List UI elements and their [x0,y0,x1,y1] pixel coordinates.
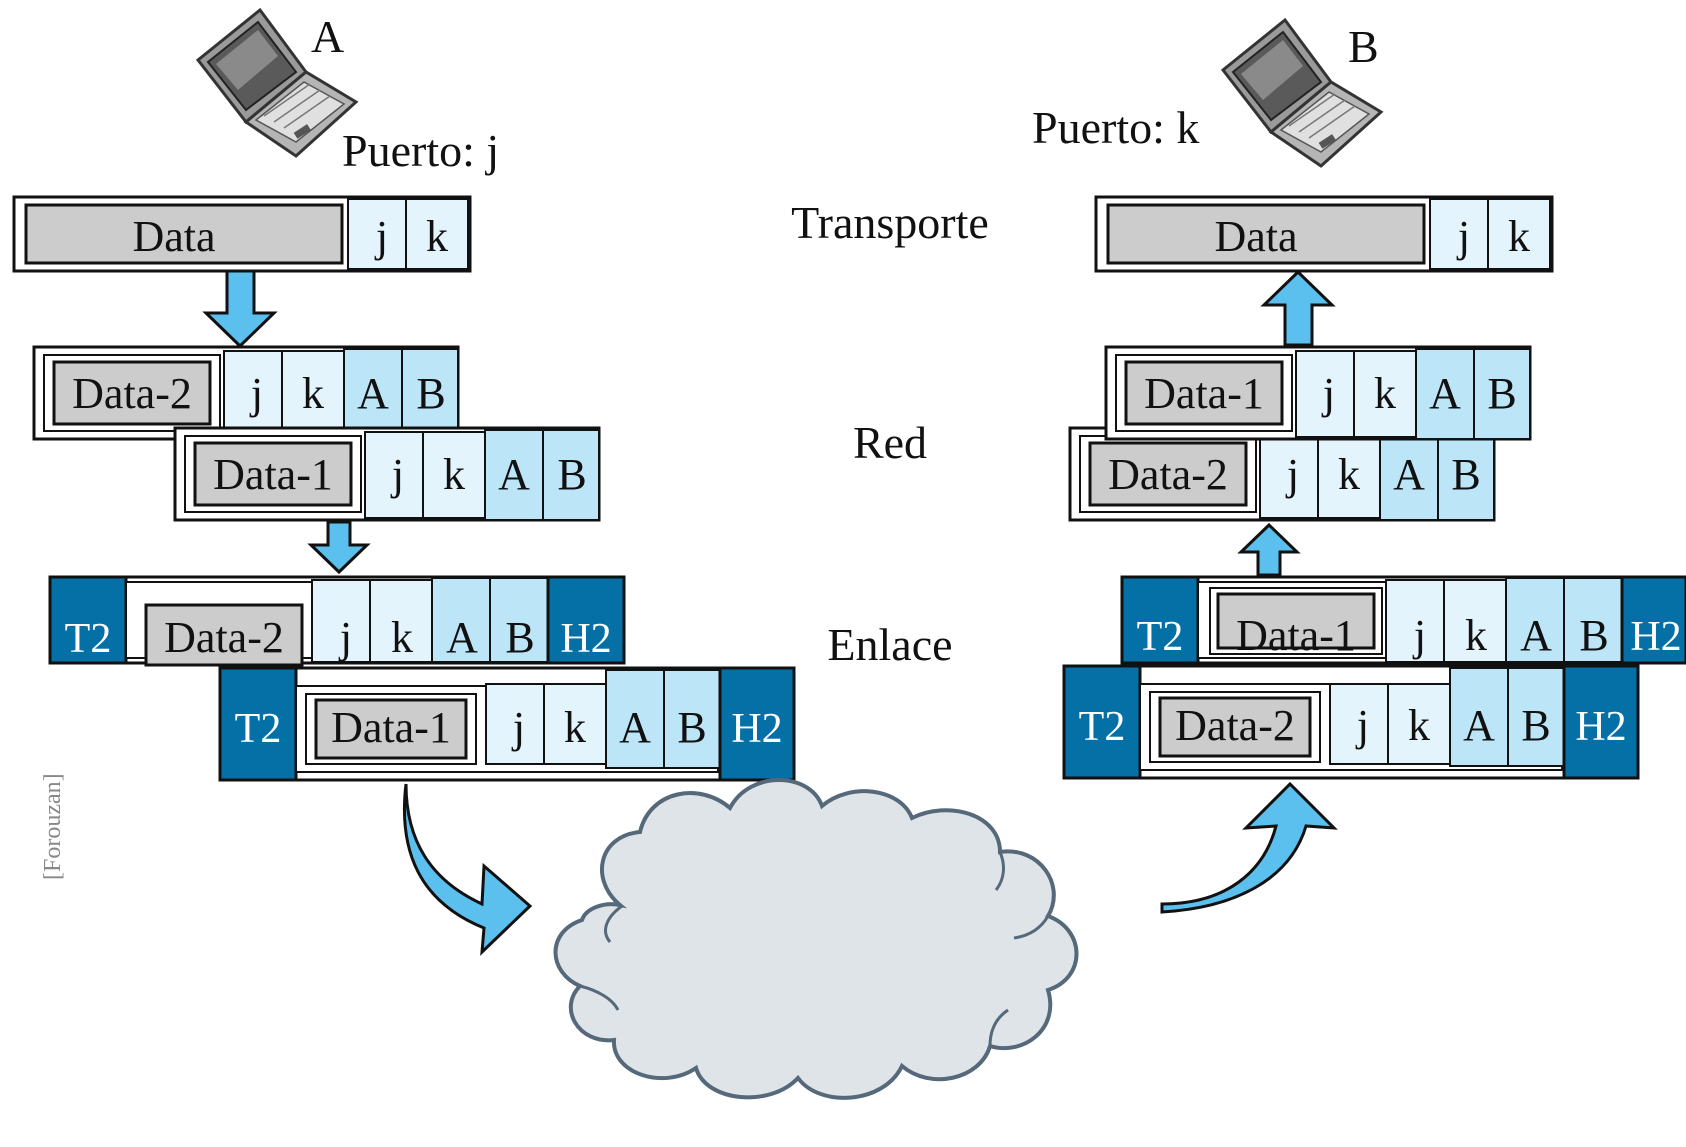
left-dg2-data: Data-2 [72,369,192,418]
left-f2-trailer: T2 [65,616,112,662]
network-cloud-icon [553,778,1079,1100]
left-f1-header: H2 [731,706,782,752]
left-f1-k: k [564,703,586,752]
right-transport-port-j: j [1456,212,1470,261]
right-dg2-b: B [1451,450,1480,499]
left-transport-segment: Data j k [12,195,472,273]
down-arrow-icon [202,269,278,349]
right-transport-port-k: k [1508,212,1530,261]
right-f1-k: k [1465,611,1487,660]
right-f1-trailer: T2 [1137,614,1184,660]
host-a-port-label: Puerto: j [342,125,499,176]
left-dg1-a: A [498,450,530,499]
up-arrow-icon [1260,269,1336,347]
host-b-port-label: Puerto: k [1032,102,1199,153]
right-f2-b: B [1521,701,1550,750]
left-dg1-data: Data-1 [213,450,333,499]
layer-network-label: Red [853,417,927,468]
left-f2-a: A [446,613,478,662]
curved-arrow-icon [1160,781,1338,914]
right-f1-b: B [1579,611,1608,660]
host-b-label: B [1348,21,1379,72]
right-f1-data: Data-1 [1236,611,1356,660]
right-f1-header: H2 [1630,614,1681,660]
right-frame-2: T2 Data-2 j k A B H2 [1062,664,1640,780]
left-f2-header: H2 [560,616,611,662]
left-frame-1: T2 Data-1 j k A B H2 [218,666,796,782]
left-transport-port-j: j [374,212,388,261]
left-dg1-j: j [390,450,404,499]
left-datagram-2: Data-2 j k A B [32,345,460,441]
left-f1-b: B [677,703,706,752]
left-f2-b: B [505,613,534,662]
left-frame-2: T2 Data-2 j k A B H2 [48,575,626,667]
right-f2-j: j [1355,701,1369,750]
right-dg2-k: k [1338,450,1360,499]
right-dg1-a: A [1429,369,1461,418]
left-dg2-j: j [249,369,263,418]
host-a-label: A [311,11,344,62]
right-f2-header: H2 [1575,704,1626,750]
right-transport-segment: Data j k [1094,195,1554,273]
up-arrow-icon [1237,522,1301,577]
curved-arrow-icon [402,783,533,956]
down-arrow-icon [307,520,371,575]
left-f2-j: j [338,613,352,662]
right-dg1-data: Data-1 [1144,369,1264,418]
source-credit: [Forouzan] [40,773,66,880]
layer-transport-label: Transporte [791,197,989,248]
left-f1-j: j [511,703,525,752]
left-dg2-k: k [302,369,324,418]
right-dg2-j: j [1285,450,1299,499]
left-f2-data: Data-2 [164,613,284,662]
right-dg1-j: j [1321,369,1335,418]
right-datagram-1: Data-1 j k A B [1104,345,1532,441]
layer-link-label: Enlace [827,619,952,670]
right-dg2-data: Data-2 [1108,450,1228,499]
left-f2-k: k [391,613,413,662]
left-f1-data: Data-1 [331,703,451,752]
right-f2-k: k [1408,701,1430,750]
left-transport-data: Data [132,212,215,261]
left-f1-a: A [619,703,651,752]
right-dg1-k: k [1374,369,1396,418]
left-dg2-b: B [416,369,445,418]
left-dg2-a: A [357,369,389,418]
right-f1-j: j [1412,611,1426,660]
left-transport-port-k: k [426,212,448,261]
right-frame-1: T2 Data-1 j k A B H2 [1120,575,1686,665]
left-f1-trailer: T2 [235,706,282,752]
left-datagram-1: Data-1 j k A B [173,426,601,522]
right-dg2-a: A [1393,450,1425,499]
right-f2-a: A [1463,701,1495,750]
right-f1-a: A [1520,611,1552,660]
left-dg1-k: k [443,450,465,499]
left-dg1-b: B [557,450,586,499]
right-f2-data: Data-2 [1175,701,1295,750]
right-transport-data: Data [1214,212,1297,261]
right-f2-trailer: T2 [1079,704,1126,750]
right-dg1-b: B [1487,369,1516,418]
right-datagram-2: Data-2 j k A B [1068,426,1496,522]
